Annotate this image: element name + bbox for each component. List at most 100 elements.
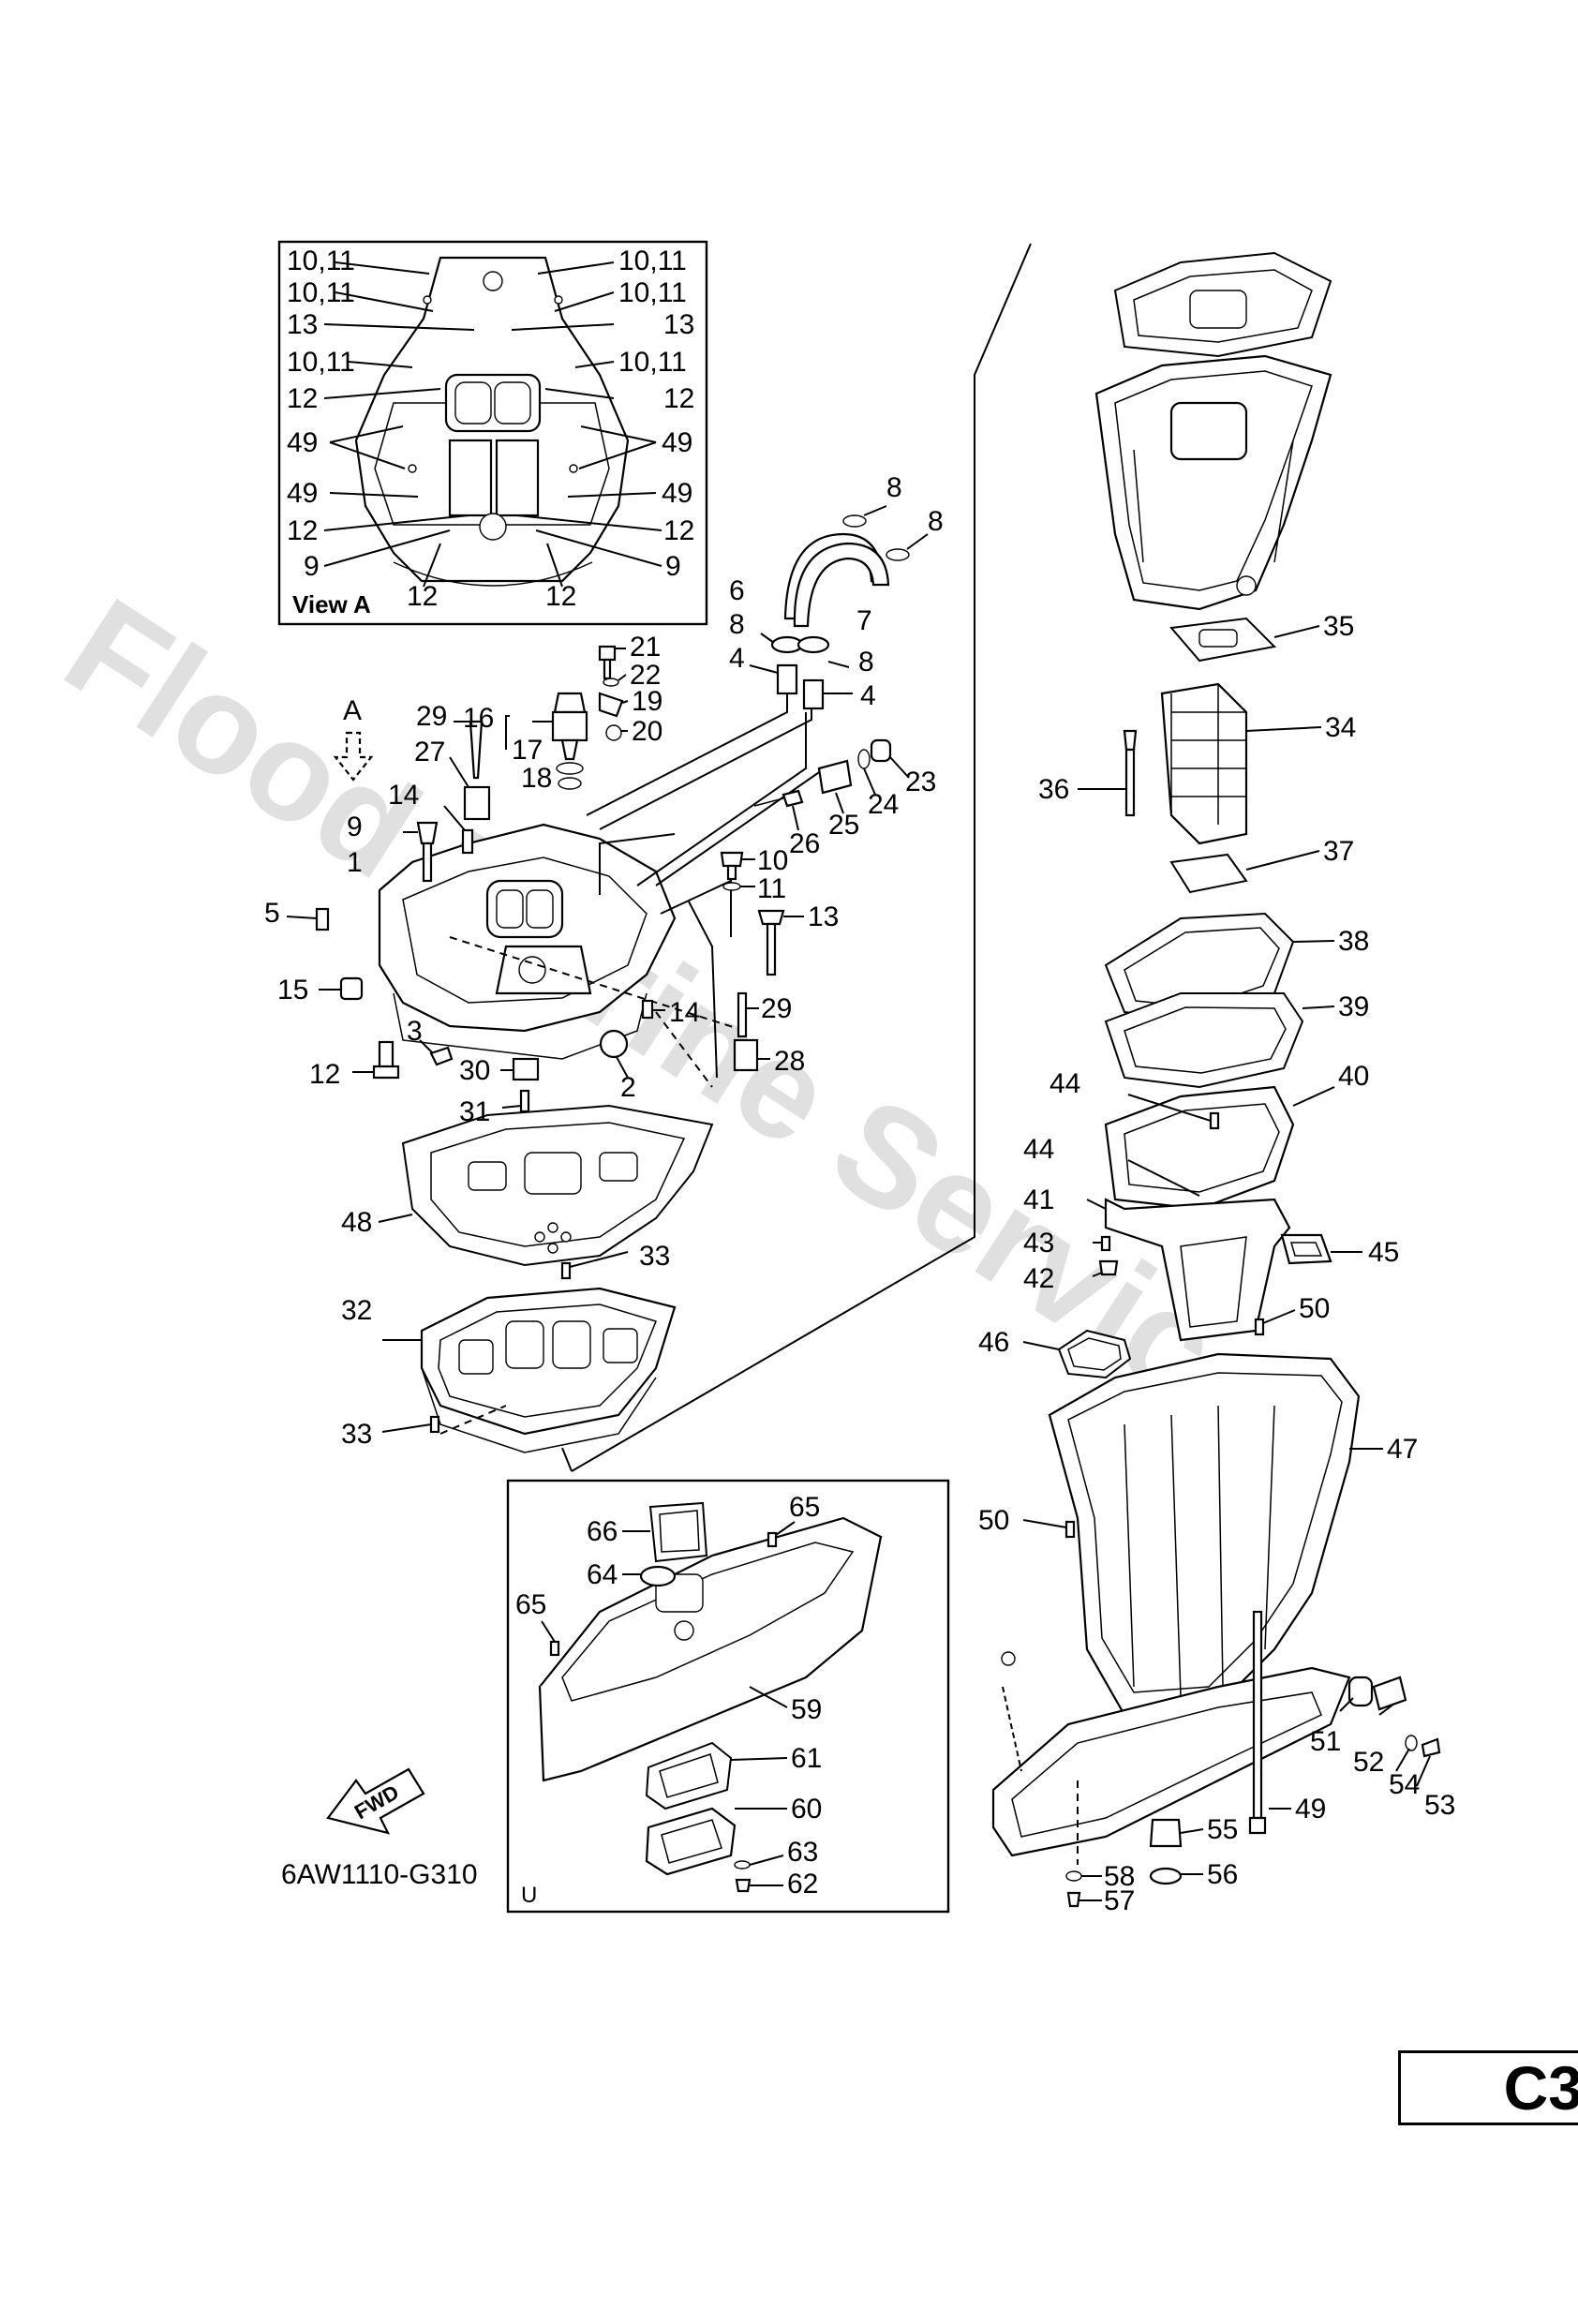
callout-11: 11 <box>757 873 786 904</box>
callout-view-12: 12 <box>545 581 576 612</box>
callout-55: 55 <box>1207 1814 1238 1845</box>
callout-52: 52 <box>1353 1747 1384 1778</box>
callout-36: 36 <box>1038 774 1069 805</box>
drawing-code: 6AW1110-G310 <box>281 1859 478 1890</box>
callout-view-12: 12 <box>407 581 438 612</box>
callout-58: 58 <box>1104 1861 1135 1892</box>
callout-numbers: 1 2 3 4 4 5 6 7 8 8 8 8 9 10 11 12 13 14… <box>264 472 1455 1916</box>
view-a-label: View A <box>292 590 371 618</box>
sub-assembly-u <box>506 1479 950 1914</box>
callout-61: 61 <box>791 1743 822 1774</box>
callout-9: 9 <box>347 812 363 842</box>
callout-view-9: 9 <box>665 551 681 582</box>
callout-view-12: 12 <box>287 515 318 546</box>
callout-34: 34 <box>1325 712 1356 743</box>
callout-8: 8 <box>858 647 874 678</box>
callout-21: 21 <box>630 632 661 663</box>
callout-view-10-11: 10,11 <box>618 246 687 276</box>
callout-view-10-11: 10,11 <box>287 277 355 308</box>
callout-60: 60 <box>791 1794 822 1825</box>
callout-view-12: 12 <box>287 383 318 414</box>
callout-1: 1 <box>347 847 363 878</box>
callout-44: 44 <box>1023 1134 1054 1165</box>
callout-19: 19 <box>632 686 662 717</box>
callout-46: 46 <box>978 1327 1009 1358</box>
callout-view-10-11: 10,11 <box>618 347 687 378</box>
upper-case-32 <box>381 1251 677 1453</box>
gasket-48 <box>378 1104 714 1267</box>
callout-54: 54 <box>1389 1769 1420 1800</box>
callout-41: 41 <box>1023 1184 1054 1215</box>
callout-view-10-11: 10,11 <box>287 347 355 378</box>
muffler-34 <box>1078 682 1322 894</box>
upper-casing-47 <box>991 1309 1441 1908</box>
gaskets-38-39 <box>1104 912 1335 1089</box>
callout-47: 47 <box>1387 1434 1418 1465</box>
callout-48: 48 <box>341 1207 372 1238</box>
exhaust-manifold-40-41 <box>1086 1085 1362 1342</box>
callout-64: 64 <box>587 1559 618 1590</box>
callout-59: 59 <box>791 1694 822 1725</box>
callout-8: 8 <box>928 506 944 537</box>
callout-3: 3 <box>407 1016 423 1047</box>
callout-18: 18 <box>521 763 552 794</box>
callout-view-9: 9 <box>304 551 320 582</box>
callout-31: 31 <box>459 1096 490 1127</box>
view-arrow-icon <box>333 731 374 782</box>
callout-15: 15 <box>277 975 308 1006</box>
callout-66: 66 <box>587 1516 618 1547</box>
callout-33: 33 <box>639 1241 670 1272</box>
exhaust-guide-assembly: A <box>286 505 929 1113</box>
callout-56: 56 <box>1207 1859 1238 1890</box>
callout-30: 30 <box>459 1055 490 1086</box>
callout-26: 26 <box>789 828 820 859</box>
callout-8: 8 <box>729 609 745 640</box>
callout-23: 23 <box>905 767 936 797</box>
view-a-inset: 10,11 10,11 10,11 10,11 13 13 10,11 10,1… <box>277 240 708 626</box>
callout-16: 16 <box>463 703 494 734</box>
callout-53: 53 <box>1424 1790 1455 1821</box>
callout-51: 51 <box>1310 1726 1341 1757</box>
callout-4: 4 <box>860 680 876 711</box>
callout-view-49: 49 <box>287 478 318 509</box>
callout-8: 8 <box>886 472 902 503</box>
callout-14: 14 <box>669 997 700 1028</box>
view-arrow-label: A <box>343 695 362 726</box>
page-code-badge: C3 <box>1398 2050 1578 2125</box>
callout-view-12: 12 <box>663 515 694 546</box>
callout-22: 22 <box>630 660 661 691</box>
fwd-arrow-icon: FWD <box>326 1767 425 1835</box>
callout-28: 28 <box>774 1046 805 1077</box>
callout-43: 43 <box>1023 1228 1054 1259</box>
callout-view-10-11: 10,11 <box>287 246 355 276</box>
callout-14: 14 <box>388 780 419 811</box>
callout-24: 24 <box>868 789 899 820</box>
callout-50: 50 <box>978 1505 1009 1536</box>
callout-44: 44 <box>1050 1068 1080 1099</box>
callout-62: 62 <box>787 1869 818 1899</box>
callout-35: 35 <box>1323 611 1354 642</box>
callout-6: 6 <box>729 575 745 606</box>
callout-42: 42 <box>1023 1263 1054 1294</box>
callout-27: 27 <box>414 737 445 767</box>
sub-assembly-label: U <box>521 1883 537 1908</box>
callout-view-12: 12 <box>663 383 694 414</box>
seal-46 <box>1022 1329 1132 1379</box>
dowel-pin <box>315 907 330 931</box>
callout-view-49: 49 <box>287 427 318 458</box>
callout-25: 25 <box>828 810 859 841</box>
callout-50: 50 <box>1299 1293 1330 1324</box>
callout-view-49: 49 <box>662 478 692 509</box>
callout-65: 65 <box>789 1492 820 1523</box>
callout-38: 38 <box>1338 926 1369 957</box>
callout-12: 12 <box>309 1059 340 1090</box>
callout-view-49: 49 <box>662 427 692 458</box>
callout-45: 45 <box>1368 1237 1399 1268</box>
callout-4: 4 <box>729 643 745 674</box>
callout-37: 37 <box>1323 836 1354 867</box>
callout-65: 65 <box>515 1589 546 1620</box>
callout-40: 40 <box>1338 1061 1369 1092</box>
callout-17: 17 <box>512 735 543 766</box>
callout-39: 39 <box>1338 991 1369 1022</box>
